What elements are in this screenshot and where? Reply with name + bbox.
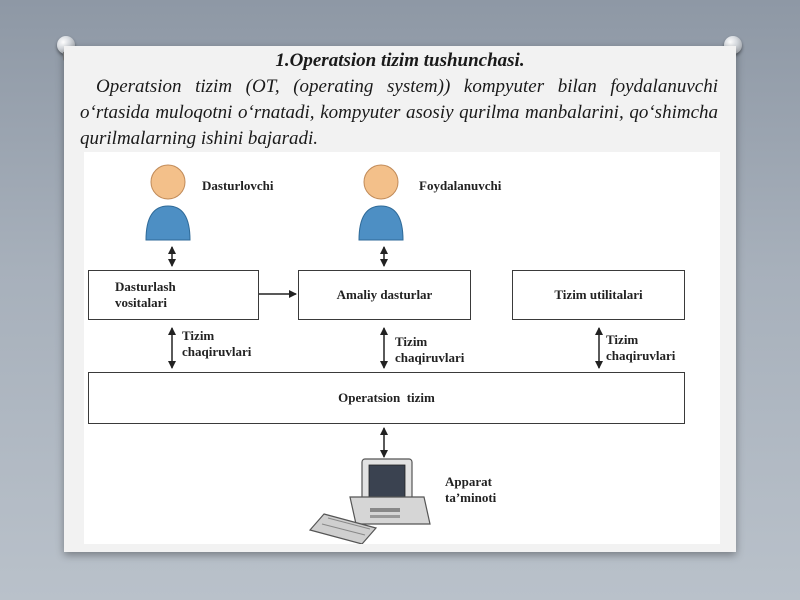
user-label: Foydalanuvchi <box>419 178 502 193</box>
utilities-label: Tizim utilitalari <box>554 287 643 302</box>
syscall-label-1-line1: Tizim <box>182 328 215 343</box>
computer-icon <box>308 458 431 544</box>
slide-title: 1.Operatsion tizim tushunchasi. <box>275 50 525 71</box>
syscall-label-3-line2: chaqiruvlari <box>606 348 676 363</box>
diagram-connectors <box>145 164 603 544</box>
os-label: Operatsion tizim <box>338 390 435 405</box>
programmer-label: Dasturlovchi <box>202 178 274 193</box>
dev-tools-box: Dasturlash vositalari <box>88 270 259 320</box>
programmer-person-icon <box>145 164 191 241</box>
hardware-label-line1: Apparat <box>445 474 492 489</box>
dev-tools-label-line1: Dasturlash <box>115 279 176 294</box>
syscall-label-1: Tizim chaqiruvlari <box>182 328 251 360</box>
applications-label: Amaliy dasturlar <box>336 287 433 302</box>
user-person-icon <box>358 164 404 241</box>
applications-box: Amaliy dasturlar <box>298 270 471 320</box>
syscall-label-2-line1: Tizim <box>395 334 428 349</box>
os-diagram: Dasturlovchi Foydalanuvchi Dasturlash vo… <box>84 152 720 544</box>
slide-paragraph: Operatsion tizim (OT, (operating system)… <box>80 76 718 149</box>
dev-tools-label-line2: vositalari <box>115 295 167 310</box>
syscall-label-2-line2: chaqiruvlari <box>395 350 465 365</box>
syscall-label-2: Tizim chaqiruvlari <box>395 334 464 366</box>
hardware-label-line2: ta’minoti <box>445 490 497 505</box>
syscall-label-3: Tizim chaqiruvlari <box>606 332 675 364</box>
utilities-box: Tizim utilitalari <box>512 270 685 320</box>
syscall-label-1-line2: chaqiruvlari <box>182 344 252 359</box>
os-box: Operatsion tizim <box>88 372 685 424</box>
syscall-label-3-line1: Tizim <box>606 332 639 347</box>
hardware-label: Apparat ta’minoti <box>445 474 496 506</box>
